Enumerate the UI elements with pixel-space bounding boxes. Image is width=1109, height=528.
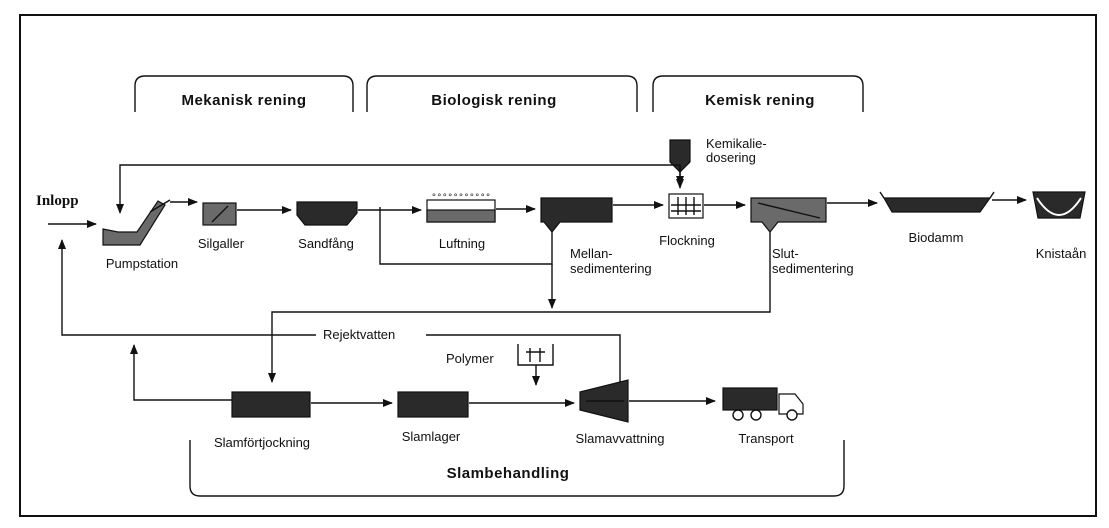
truck-icon	[722, 387, 804, 421]
svg-text:°°°°°°°°°°°: °°°°°°°°°°°	[431, 193, 491, 203]
luftning-icon: °°°°°°°°°°°	[426, 193, 496, 223]
header-mekanisk: Mekanisk rening	[181, 92, 306, 109]
label-rejektvatten: Rejektvatten	[323, 327, 395, 342]
polymer-tank-icon	[517, 344, 554, 386]
bracket-slambehandling	[189, 440, 845, 497]
label-slamfortjockning: Slamförtjockning	[214, 435, 310, 450]
label-kemikalie-1: Kemikalie-	[706, 136, 767, 151]
diagram-frame	[19, 14, 1097, 517]
label-polymer: Polymer	[446, 351, 494, 366]
label-mellan-1: Mellan-	[570, 246, 613, 261]
bracket-kemisk	[652, 75, 864, 112]
label-transport: Transport	[738, 431, 794, 446]
sandfang-icon	[296, 201, 358, 226]
label-pumpstation: Pumpstation	[106, 256, 178, 271]
return-sludge-line	[379, 207, 553, 265]
header-kemisk: Kemisk rening	[705, 92, 815, 109]
label-slut-1: Slut-	[772, 246, 799, 261]
excess-sludge-line	[268, 232, 771, 383]
label-slamlager: Slamlager	[402, 429, 461, 444]
header-slambehandling: Slambehandling	[447, 465, 570, 482]
label-mellan-2: sedimentering	[570, 261, 652, 276]
slamavvattning-icon	[579, 379, 629, 423]
pumpstation-icon	[102, 199, 171, 246]
mellansedimentering-icon	[540, 197, 613, 233]
label-slut-2: sedimentering	[772, 261, 854, 276]
flockning-icon	[668, 193, 704, 219]
label-inlopp: Inlopp	[36, 193, 79, 209]
label-luftning: Luftning	[439, 236, 485, 251]
label-sandfang: Sandfång	[298, 236, 354, 251]
slamlager-icon	[397, 391, 469, 418]
label-kemikalie-2: dosering	[706, 150, 756, 165]
label-silgaller: Silgaller	[198, 236, 245, 251]
header-biologisk: Biologisk rening	[431, 92, 557, 109]
knistaan-icon	[1032, 191, 1086, 219]
slamfortjockning-icon	[231, 391, 311, 418]
bracket-mekanisk	[134, 75, 354, 112]
label-slamavvattning: Slamavvattning	[576, 431, 665, 446]
bracket-biologisk	[366, 75, 638, 112]
biodamm-icon	[879, 191, 995, 213]
thickener-return-line	[130, 344, 232, 401]
slutsedimentering-icon	[750, 197, 827, 233]
label-knistaan: Knistaån	[1036, 246, 1087, 261]
silgaller-icon	[202, 202, 237, 226]
label-flockning: Flockning	[659, 233, 715, 248]
label-biodamm: Biodamm	[909, 230, 964, 245]
